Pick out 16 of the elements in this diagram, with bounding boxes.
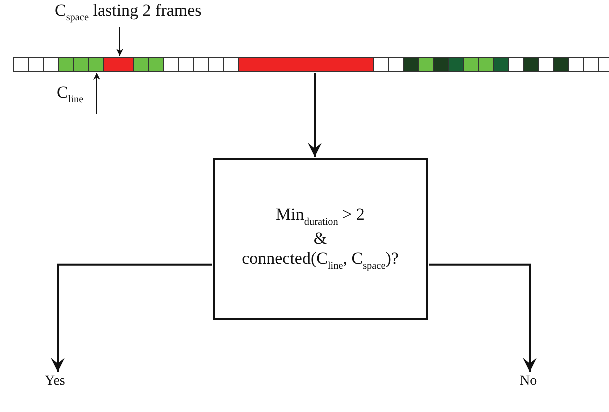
condition-text: Min$_{duration}$ > 2 [276,205,365,230]
outcome-label: Yes [45,374,66,390]
frame-strip [13,57,609,72]
outcome-label: No [520,374,538,390]
condition-text: & [314,229,328,249]
condition-text: connected(C$_{line}$, C$_{space}$)? [242,248,399,273]
decision-box [213,158,428,320]
arrow [51,264,212,372]
frame-cell [88,57,104,72]
arrow [429,264,537,372]
leader-line [94,72,100,114]
arrow [308,73,322,157]
annotation-text: C$_{line}$ [57,84,84,106]
frame-cell [103,57,134,72]
leader-line [116,26,124,56]
annotation-text: C$_{space}$ lasting 2 frames [55,2,202,24]
